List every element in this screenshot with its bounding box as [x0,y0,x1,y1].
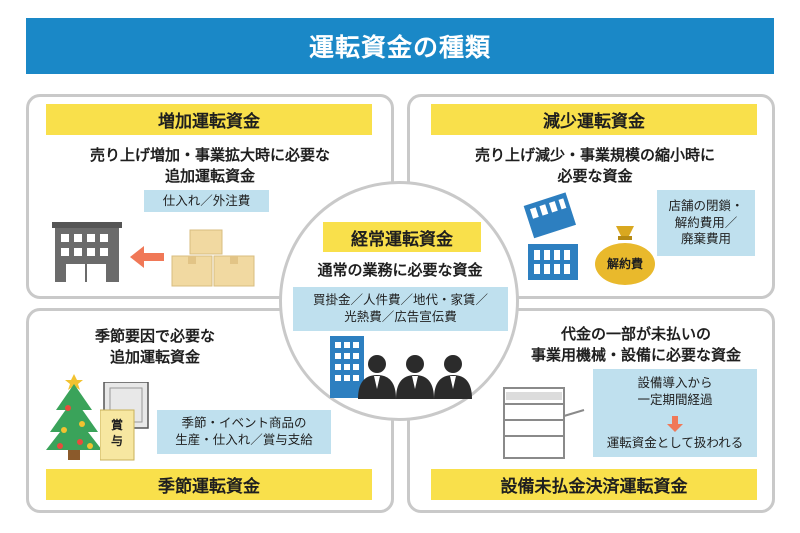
equipment-step1-line1: 設備導入から [637,375,713,390]
equipment-flow-box: 設備導入から 一定期間経過 運転資金として扱われる [593,369,757,457]
money-bag-label: 解約費 [606,257,643,271]
increase-example: 仕入れ／外注費 [162,192,251,208]
equipment-desc-line2: 事業用機械・設備に必要な資金 [530,346,741,364]
equipment-description: 代金の一部が未払いの 事業用機械・設備に必要な資金 [500,324,772,366]
center-example-box: 買掛金／人件費／地代・家賃／ 光熱費／広告宣伝費 [293,287,508,331]
collapsing-building-icon [522,192,584,282]
seasonal-description: 季節要因で必要な 追加運転資金 [40,326,270,368]
increase-description: 売り上げ増加・事業拡大時に必要な 追加運転資金 [40,145,380,187]
christmas-tree-icon [44,370,104,462]
bonus-label-1: 賞 [110,418,123,432]
center-label: 経常運転資金 [323,222,481,252]
increase-example-box: 仕入れ／外注費 [144,190,269,212]
increase-desc-line2: 追加運転資金 [164,167,255,185]
employees-icon [355,353,475,399]
equipment-desc-line1: 代金の一部が未払いの [560,325,711,343]
increase-desc-line1: 売り上げ増加・事業拡大時に必要な [89,146,330,164]
seasonal-example-line2: 生産・仕入れ／賞与支給 [175,432,313,447]
seasonal-example-box: 季節・イベント商品の 生産・仕入れ／賞与支給 [157,410,331,454]
money-bag-icon: 解約費 [592,222,658,286]
center-example-line1: 買掛金／人件費／地代・家賃／ [312,292,488,308]
seasonal-example-line1: 季節・イベント商品の [181,415,307,431]
seasonal-desc-line1: 季節要因で必要な [94,327,215,345]
bonus-label-2: 与 [110,433,123,448]
decrease-desc-line2: 必要な資金 [557,167,633,185]
center-description: 通常の業務に必要な資金 [317,261,483,279]
decrease-example-line2: 解約費用／ [674,214,738,230]
seasonal-label: 季節運転資金 [46,469,372,500]
increase-label: 増加運転資金 [46,104,372,135]
center-example-line2: 光熱費／広告宣伝費 [344,309,457,324]
arrow-down-icon [667,416,683,432]
decrease-description: 売り上げ減少・事業規模の縮小時に 必要な資金 [430,145,760,187]
equipment-step1-line2: 一定期間経過 [637,391,713,407]
equipment-step2: 運転資金として扱われる [606,435,744,450]
decrease-example-box: 店舗の閉鎖・ 解約費用／ 廃棄費用 [657,190,755,256]
office-building-icon [52,222,122,284]
decrease-desc-line1: 売り上げ減少・事業規模の縮小時に [474,146,715,164]
seasonal-desc-line2: 追加運転資金 [109,348,200,366]
title-banner: 運転資金の種類 [26,18,774,74]
cardboard-boxes-icon [170,228,256,288]
arrow-left-icon [130,246,164,268]
decrease-label: 減少運転資金 [431,104,757,135]
page-title: 運転資金の種類 [308,33,491,62]
decrease-example-line3: 廃棄費用 [680,231,731,247]
equipment-label: 設備未払金決済運転資金 [431,469,757,500]
decrease-example-line1: 店舗の閉鎖・ [668,197,744,213]
office-tower-icon [330,336,364,398]
copier-machine-icon [500,384,586,460]
